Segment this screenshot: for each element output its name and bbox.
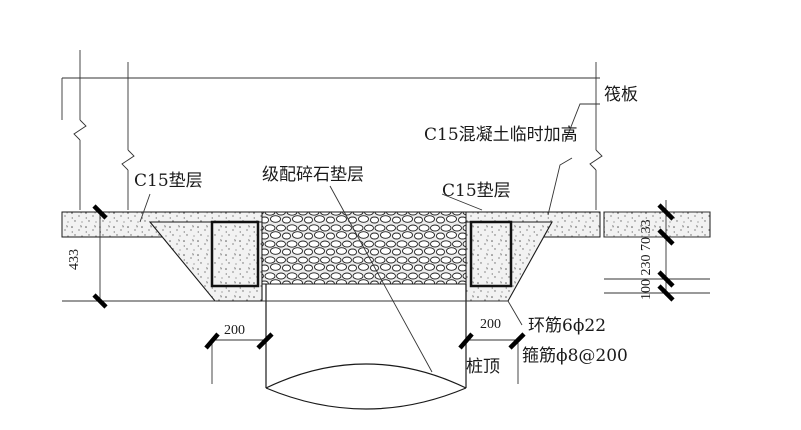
graded-gravel-layer bbox=[261, 211, 467, 285]
raft-slab bbox=[61, 50, 603, 210]
raft-slab-label: 筏板 bbox=[604, 85, 638, 105]
left-ring-stirrup bbox=[210, 220, 260, 288]
pile bbox=[262, 284, 467, 410]
leader-lines bbox=[139, 103, 600, 373]
c15-cushion-left-label: C15垫层 bbox=[134, 171, 203, 191]
pile-top-label: 桩顶 bbox=[466, 357, 500, 377]
left-width-dimension: 200 bbox=[224, 323, 245, 338]
c15-cushion-body bbox=[61, 211, 711, 302]
stirrup-label: 箍筋ϕ8@200 bbox=[522, 346, 628, 366]
right-ring-stirrup bbox=[469, 220, 513, 288]
c15-cushion-right-label: C15垫层 bbox=[442, 181, 511, 201]
right-stack-dimension: 100 230 70 33 bbox=[639, 220, 654, 301]
ring-rebar-label: 环筋6ϕ22 bbox=[528, 316, 606, 336]
dimension-lines bbox=[62, 200, 710, 384]
c15-temp-raise-label: C15混凝土临时加高 bbox=[424, 125, 578, 145]
dimension-ticks bbox=[92, 203, 675, 350]
graded-gravel-label: 级配碎石垫层 bbox=[262, 165, 364, 185]
right-width-dimension: 200 bbox=[480, 317, 501, 332]
left-height-dimension: 433 bbox=[67, 249, 82, 270]
